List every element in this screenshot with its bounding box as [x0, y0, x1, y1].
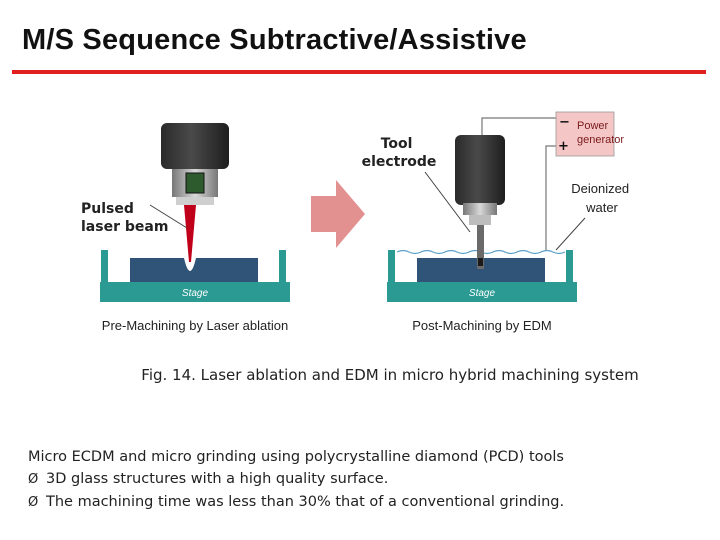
right-stage: [387, 282, 577, 302]
tool-electrode: [477, 225, 484, 269]
body-intro: Micro ECDM and micro grinding using poly…: [28, 449, 564, 465]
wire-to-tank: [545, 145, 556, 250]
edm-panel: Stage − + Power generator Tool electrode…: [362, 111, 632, 333]
laser-panel: Stage Pulsed laser beam Pre-Machining by…: [81, 123, 290, 333]
deionized-water-label: Deionized water: [571, 181, 632, 215]
right-tank-wall-left: [388, 250, 395, 282]
machining-diagram: Stage Pulsed laser beam Pre-Machining by…: [81, 111, 632, 333]
right-stage-label: Stage: [469, 288, 496, 299]
bullet-item: Ø 3D glass structures with a high quality…: [28, 468, 708, 491]
edm-tool-body: [455, 135, 505, 205]
laser-beam: [184, 205, 196, 262]
tool-label-pointer: [424, 171, 471, 233]
edm-panel-caption: Post-Machining by EDM: [412, 318, 551, 333]
water-label-pointer: [555, 217, 586, 251]
bullet-text: The machining time was less than 30% tha…: [46, 494, 565, 510]
left-stage: [100, 282, 290, 302]
right-arrow-icon: [311, 180, 365, 248]
power-generator-box: [555, 111, 615, 157]
laser-label-pointer: [149, 204, 188, 229]
pulsed-laser-label: Pulsed laser beam: [81, 201, 168, 235]
slide-title: M/S Sequence Subtractive/Assistive: [22, 24, 527, 56]
plus-symbol: +: [558, 139, 569, 154]
laser-aperture: [185, 172, 205, 194]
arrow-bullet-icon: Ø: [28, 472, 39, 487]
figure-caption: Fig. 14. Laser ablation and EDM in micro…: [141, 366, 639, 384]
wire-to-tool: [481, 117, 556, 135]
right-tank-wall-right: [566, 250, 573, 282]
title-underline: [12, 70, 706, 74]
edm-tool-collar: [463, 203, 497, 215]
left-stage-label: Stage: [182, 288, 209, 299]
tool-electrode-label: Tool electrode: [362, 136, 437, 170]
body-text: Micro ECDM and micro grinding using poly…: [28, 446, 708, 514]
minus-symbol: −: [559, 115, 570, 130]
power-generator-label: Power generator: [577, 120, 624, 146]
left-tank-wall-right: [279, 250, 286, 282]
laser-head-body: [161, 123, 229, 169]
bullet-text: 3D glass structures with a high quality …: [46, 471, 389, 487]
laser-crater: [184, 258, 196, 271]
bullet-item: Ø The machining time was less than 30% th…: [28, 491, 708, 514]
left-tank-wall-left: [101, 250, 108, 282]
laser-panel-caption: Pre-Machining by Laser ablation: [102, 318, 288, 333]
arrow-bullet-icon: Ø: [28, 495, 39, 510]
